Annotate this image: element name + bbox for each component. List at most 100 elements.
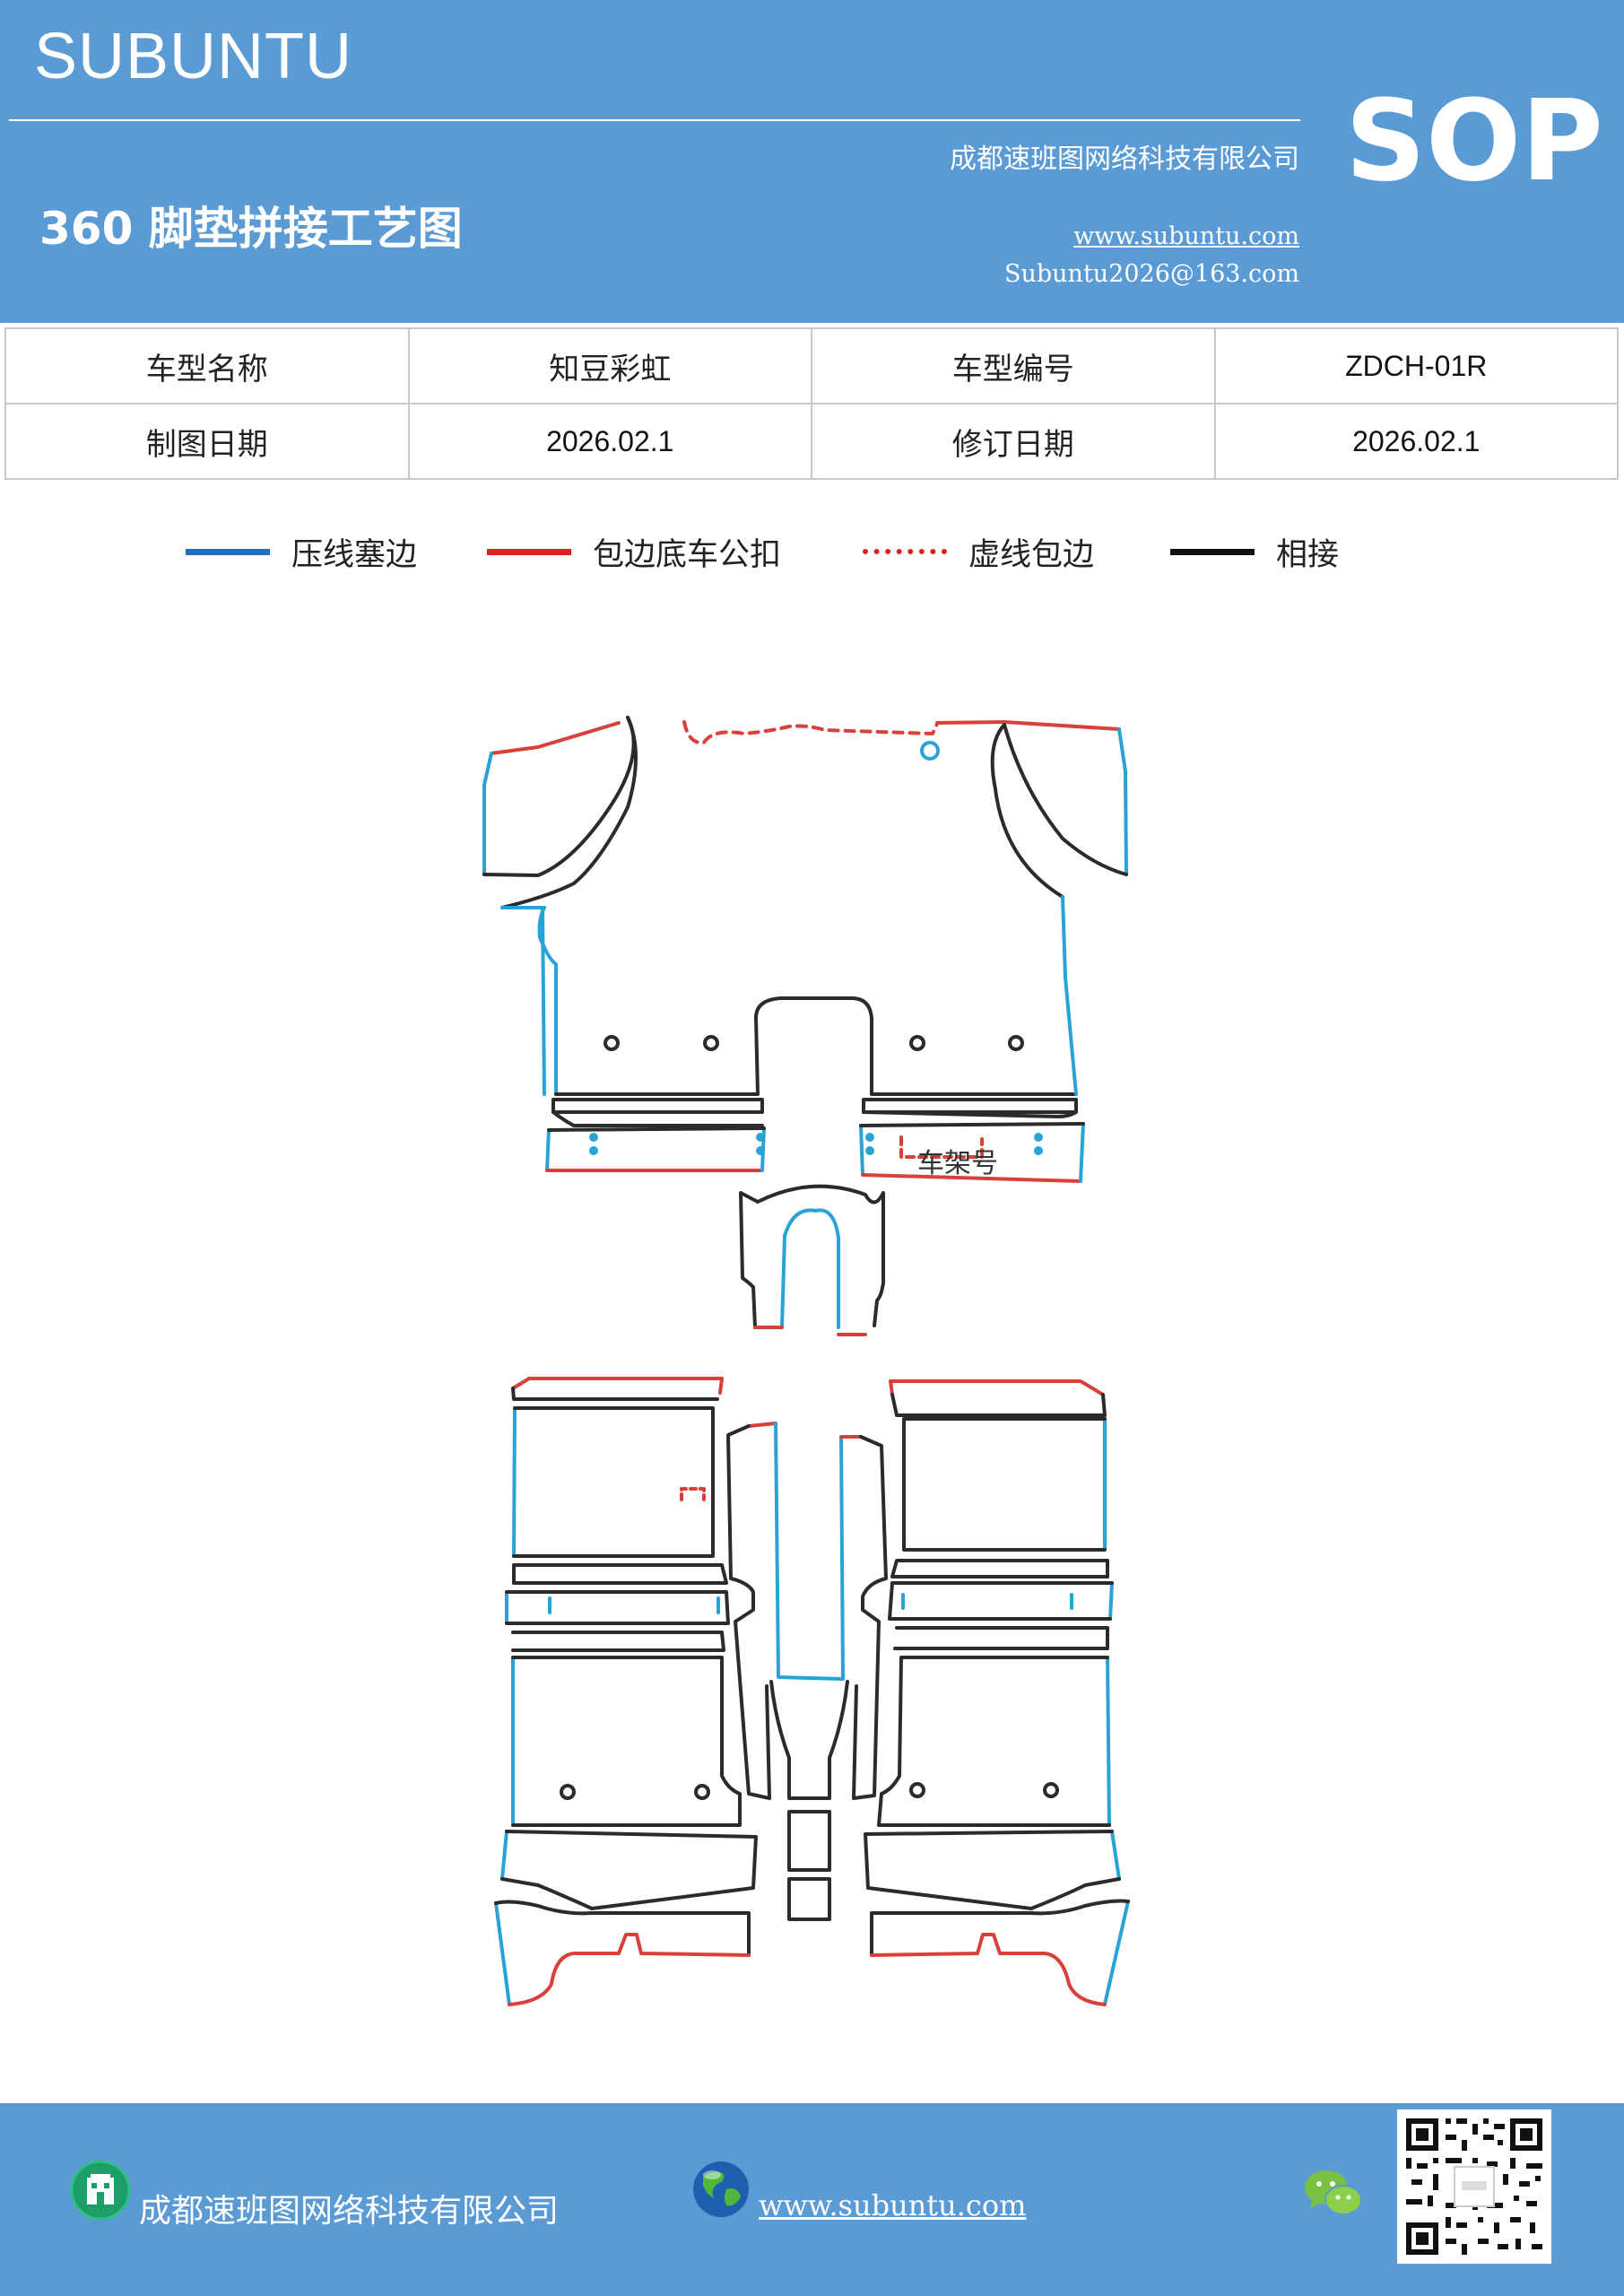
mat-edge-blue — [1079, 1122, 1085, 1183]
legend-item-press-line: 压线塞边 — [186, 525, 417, 578]
footer-website-link[interactable]: www.subuntu.com — [759, 2188, 1027, 2222]
mat-edge-blue — [783, 1208, 840, 1329]
mat-seam — [551, 1098, 764, 1114]
footer-company-name: 成都速班图网络科技有限公司 — [139, 2193, 560, 2230]
mat-edge-blue — [1106, 1656, 1111, 1827]
header-company-name: 成都速班图网络科技有限公司 — [950, 144, 1299, 175]
mat-edge-blue — [1103, 1900, 1130, 2006]
mat-edge-blue — [1117, 727, 1128, 876]
rear-mat-assembly — [494, 1377, 1130, 2006]
building-icon — [70, 2160, 131, 2221]
frame-number-label: 车架号 — [917, 1148, 998, 1179]
mat-seam — [787, 1877, 831, 1921]
mat-seam — [870, 1899, 1130, 1957]
dashed-binding — [682, 720, 939, 745]
draw-date-label: 制图日期 — [4, 403, 410, 480]
mat-edge-red — [747, 1422, 777, 1428]
clip-marker — [756, 1133, 765, 1142]
revise-date-label: 修订日期 — [811, 403, 1216, 480]
mat-edge-red — [889, 1379, 1105, 1396]
mat-seam — [890, 1393, 1107, 1417]
legend-item-dashed-binding: 虚线包边 — [863, 525, 1094, 578]
brand-name: SUBUNTU — [34, 21, 353, 92]
mat-edge-blue — [537, 906, 558, 1096]
globe-icon — [693, 2161, 749, 2217]
mat-seam — [890, 1559, 1109, 1578]
mat-edge-red — [508, 1933, 751, 2006]
mat-edge-blue — [494, 1901, 511, 2006]
clip-marker — [589, 1146, 598, 1155]
hole-marker — [1043, 1782, 1059, 1798]
mat-edge-blue — [500, 1830, 508, 1881]
mat-edge-red — [490, 721, 621, 755]
mat-seam — [864, 1830, 1121, 1910]
legend-swatch-red-dotted — [863, 549, 947, 554]
front-mat-assembly: 车架号 — [482, 716, 1128, 1336]
mat-seam — [500, 716, 638, 909]
hole-marker — [909, 1782, 925, 1798]
model-code-label: 车型编号 — [811, 327, 1216, 404]
mat-seam — [893, 1626, 1109, 1650]
mat-edge-blue — [1061, 895, 1078, 1096]
hole-marker — [703, 1035, 719, 1051]
mat-edge-blue — [545, 1128, 551, 1172]
mat-seam — [769, 1680, 849, 1800]
legend-swatch-black — [1170, 548, 1255, 555]
wechat-icon — [1305, 2170, 1362, 2215]
hole-marker — [1008, 1035, 1024, 1051]
header-email[interactable]: Subuntu2026@163.com — [1004, 260, 1299, 288]
model-name-value: 知豆彩虹 — [407, 327, 812, 404]
hole-marker — [920, 741, 940, 761]
mat-seam — [859, 1122, 1085, 1127]
mat-seam — [990, 723, 1128, 899]
mat-seam — [862, 1110, 1078, 1118]
mat-edge-red — [935, 720, 1121, 731]
mat-seam — [512, 1406, 715, 1558]
legend-swatch-blue — [186, 548, 270, 555]
revise-date-value: 2026.02.1 — [1213, 403, 1619, 480]
legend-label: 虚线包边 — [968, 536, 1095, 573]
sop-badge: SOP — [1345, 76, 1603, 206]
mat-seam — [505, 1590, 730, 1625]
mat-edge-blue — [512, 1406, 517, 1558]
mat-seam — [726, 1424, 771, 1800]
header-website-link[interactable]: www.subuntu.com — [1073, 222, 1299, 250]
draw-date-value: 2026.02.1 — [407, 403, 812, 480]
clip-marker — [865, 1146, 874, 1155]
table-row: 车型名称 知豆彩虹 车型编号 ZDCH-01R — [4, 327, 1619, 404]
mat-edge-blue — [780, 1234, 786, 1329]
mat-seam — [554, 996, 1078, 1096]
mat-edge-blue — [760, 1126, 766, 1172]
mat-seam — [511, 1631, 725, 1652]
mat-edge-blue — [500, 906, 546, 1096]
legend-label: 相接 — [1276, 536, 1340, 573]
mat-edge-red — [511, 1377, 724, 1395]
mat-seam — [500, 1830, 758, 1910]
mat-edge-blue — [482, 752, 493, 876]
hole-marker — [560, 1784, 576, 1800]
mat-edge-blue — [774, 1422, 845, 1681]
header-divider — [9, 119, 1300, 121]
table-row: 制图日期 2026.02.1 修订日期 2026.02.1 — [4, 403, 1619, 480]
clip-marker — [589, 1133, 598, 1142]
mat-seam — [862, 1098, 1078, 1114]
mat-edge-blue — [1108, 1581, 1114, 1621]
dashed-binding — [899, 1135, 984, 1159]
qr-code — [1397, 2109, 1551, 2264]
model-name-label: 车型名称 — [4, 327, 410, 404]
clip-marker — [1034, 1146, 1043, 1155]
mat-seam — [551, 1110, 764, 1127]
line-style-legend: 压线塞边 包边底车公扣 虚线包边 相接 — [0, 525, 1624, 578]
dashed-binding — [680, 1487, 706, 1501]
mat-edge-red — [870, 1933, 1107, 2006]
legend-label: 压线塞边 — [291, 536, 418, 573]
mat-edge-blue — [1110, 1830, 1121, 1881]
legend-swatch-red — [487, 548, 571, 555]
document-title: 360 脚垫拼接工艺图 — [39, 203, 463, 255]
mat-seam — [511, 1656, 742, 1827]
mat-seam — [511, 1387, 719, 1401]
mat-seam — [902, 1417, 1107, 1552]
hole-marker — [909, 1035, 925, 1051]
mat-seam — [494, 1900, 751, 1957]
mat-seam — [877, 1656, 1111, 1827]
